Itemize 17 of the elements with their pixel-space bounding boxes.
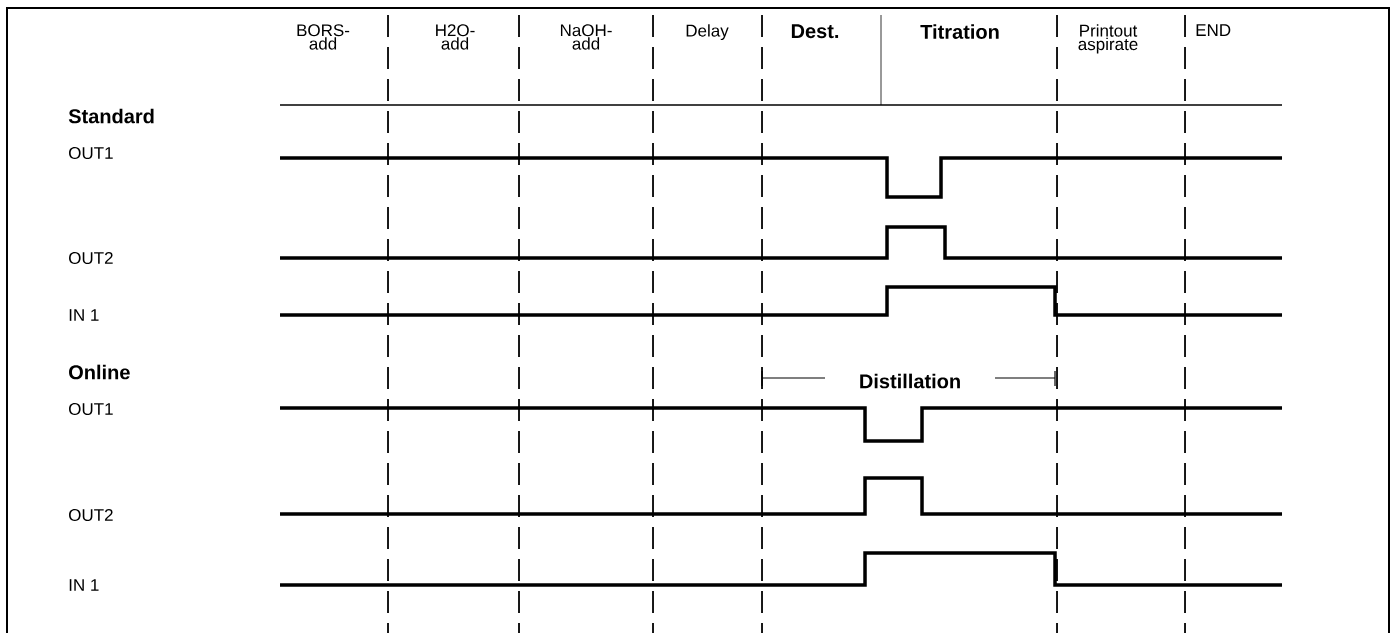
column-header: Printout aspirate [1078, 24, 1138, 54]
signal-name: OUT2 [69, 252, 113, 265]
column-header: Delay [686, 24, 729, 41]
column-header: END [1196, 24, 1231, 36]
section-heading: Online [69, 364, 130, 380]
signal-name: OUT2 [69, 509, 113, 522]
column-header: NaOH- add [560, 24, 612, 50]
section-heading: Standard [68, 108, 154, 124]
signal-name: OUT1 [69, 147, 113, 160]
column-header: H2O- add [436, 24, 475, 50]
column-header: Titration [920, 24, 999, 39]
column-header: Dest. [791, 24, 839, 39]
signal-name: IN 1 [69, 579, 99, 591]
column-header: BORS- add [297, 24, 350, 50]
signal-name: IN 1 [69, 309, 99, 321]
signal-name: OUT1 [69, 403, 113, 416]
phase-label: Distillation [856, 371, 964, 391]
